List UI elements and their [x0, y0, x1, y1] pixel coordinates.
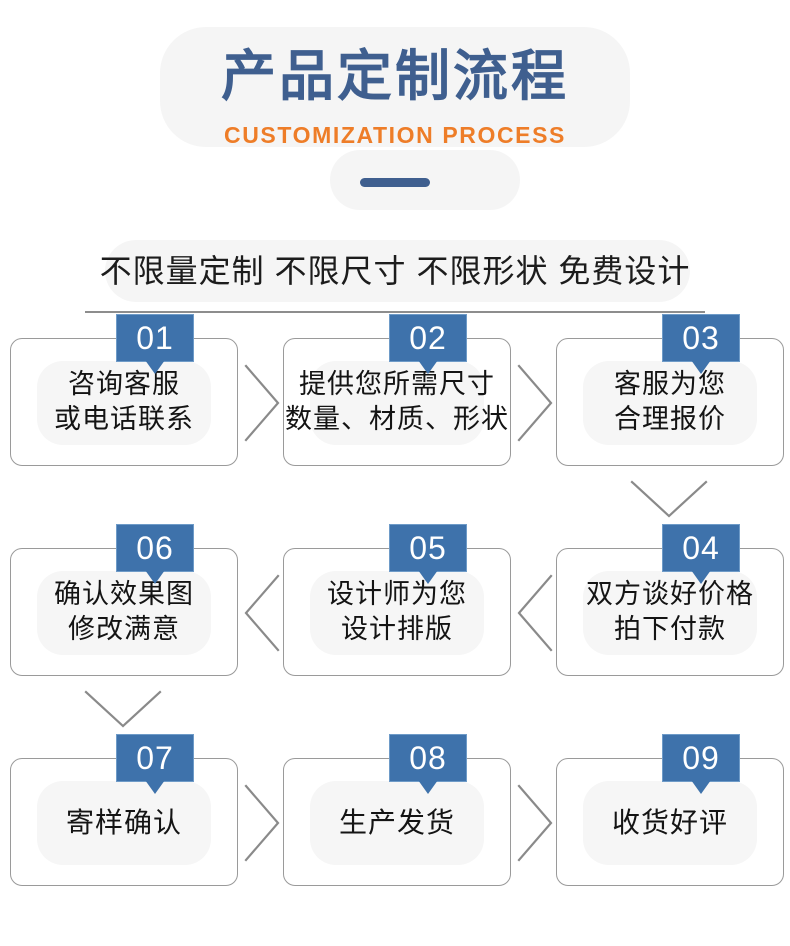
card-line-1: 提供您所需尺寸: [299, 369, 495, 399]
step-number: 02: [409, 320, 447, 356]
badge-pointer-tail: [691, 360, 711, 374]
step-number: 05: [409, 530, 447, 566]
card-inner-shade: [310, 781, 484, 865]
page-header: 产品定制流程 CUSTOMIZATION PROCESS: [0, 0, 790, 218]
card-line-1: 确认效果图: [54, 579, 194, 609]
step-number-badge: 02: [389, 314, 467, 374]
step-number-badge: 01: [116, 314, 194, 374]
badge-pointer-tail: [418, 780, 438, 794]
step-number-badge: 08: [389, 734, 467, 794]
chevron-right-icon: [240, 362, 284, 444]
process-row-3: 寄样确认 07 生产发货 08 收货好评 09: [0, 734, 790, 888]
tagline-section: 不限量定制 不限尺寸 不限形状 免费设计: [0, 232, 790, 322]
card-line-2: 或电话联系: [54, 404, 194, 434]
card-inner-shade: [37, 781, 211, 865]
card-line-1: 咨询客服: [68, 369, 180, 399]
step-number: 07: [136, 740, 174, 776]
chevron-right-icon: [513, 782, 557, 864]
chevron-left-icon: [240, 572, 284, 654]
card-line-2: 数量、材质、形状: [285, 404, 509, 434]
card-line-1: 设计师为您: [327, 579, 467, 609]
card-line-1: 客服为您: [614, 369, 726, 399]
step-number-badge: 05: [389, 524, 467, 584]
card-inner-shade: [310, 571, 484, 655]
step-number: 09: [682, 740, 720, 776]
process-row-2: 确认效果图 修改满意 06 设计师为您 设计排版 05 双方谈好价格 拍下付款: [0, 524, 790, 678]
badge-pointer-tail: [145, 780, 165, 794]
step-number-badge: 07: [116, 734, 194, 794]
card-line-1: 寄样确认: [65, 806, 182, 838]
card-line-1: 双方谈好价格: [586, 579, 754, 609]
step-number: 08: [409, 740, 447, 776]
chevron-left-icon: [513, 572, 557, 654]
title-backdrop-shape: [160, 27, 630, 147]
card-inner-shade: [310, 361, 484, 445]
process-card[interactable]: 提供您所需尺寸 数量、材质、形状: [283, 338, 511, 466]
card-line-2: 修改满意: [68, 614, 180, 644]
section-divider: [85, 311, 705, 313]
card-inner-shade: [37, 571, 211, 655]
chevron-right-icon: [240, 782, 284, 864]
badge-pointer-tail: [145, 360, 165, 374]
badge-pointer-tail: [691, 780, 711, 794]
step-number-badge: 09: [662, 734, 740, 794]
card-inner-shade: [583, 361, 757, 445]
badge-pointer-tail: [418, 360, 438, 374]
card-line-1: 生产发货: [338, 806, 455, 838]
card-line-2: 拍下付款: [614, 614, 726, 644]
step-number-badge: 06: [116, 524, 194, 584]
badge-pointer-tail: [145, 570, 165, 584]
chevron-right-icon: [513, 362, 557, 444]
badge-pointer-tail: [691, 570, 711, 584]
tagline-text: 不限量定制 不限尺寸 不限形状 免费设计: [99, 253, 691, 289]
process-card[interactable]: 寄样确认: [10, 758, 238, 886]
process-flow: 咨询客服 或电话联系 01 提供您所需尺寸 数量、材质、形状 02 客服为您 合…: [0, 314, 790, 930]
title-underline-dash: [360, 178, 430, 187]
process-card[interactable]: 确认效果图 修改满意: [10, 548, 238, 676]
card-inner-shade: [583, 781, 757, 865]
card-inner-shade: [37, 361, 211, 445]
process-card[interactable]: 设计师为您 设计排版: [283, 548, 511, 676]
card-line-1: 收货好评: [611, 806, 728, 838]
chevron-down-icon: [628, 478, 710, 520]
badge-pointer-tail: [418, 570, 438, 584]
chevron-down-icon: [82, 688, 164, 730]
process-row-1: 咨询客服 或电话联系 01 提供您所需尺寸 数量、材质、形状 02 客服为您 合…: [0, 314, 790, 468]
card-inner-shade: [583, 571, 757, 655]
step-number: 03: [682, 320, 720, 356]
step-number: 04: [682, 530, 720, 566]
step-number-badge: 04: [662, 524, 740, 584]
card-line-2: 合理报价: [614, 404, 726, 434]
page-subtitle: CUSTOMIZATION PROCESS: [224, 122, 566, 148]
step-number: 06: [136, 530, 174, 566]
card-line-2: 设计排版: [341, 614, 453, 644]
step-number-badge: 03: [662, 314, 740, 374]
tagline-backdrop-shape: [105, 240, 690, 302]
page-title: 产品定制流程: [220, 45, 569, 107]
step-number: 01: [136, 320, 174, 356]
